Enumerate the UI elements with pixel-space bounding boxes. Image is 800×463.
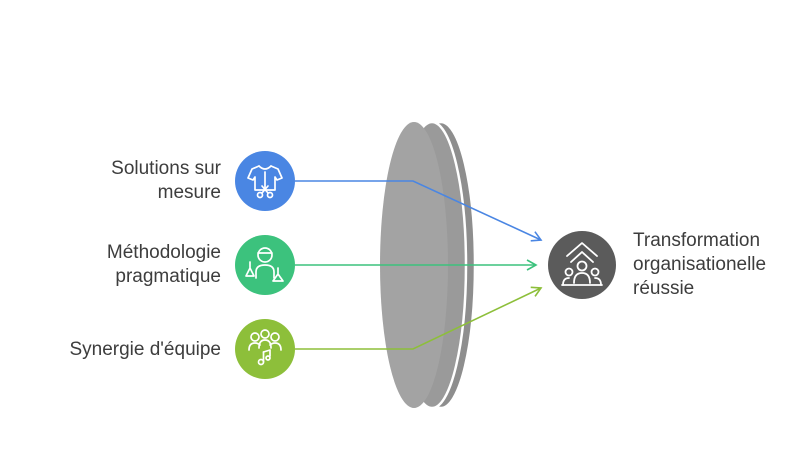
- label-solutions-line-1: Solutions sur: [111, 158, 221, 179]
- team-growth-icon: [561, 242, 603, 286]
- scientist-icon: [245, 247, 284, 282]
- label-synergie-line-1: Synergie d'équipe: [69, 339, 221, 360]
- node-synergie-circle: [235, 319, 295, 379]
- label-output: Transformation organisationelle réussie: [633, 229, 766, 301]
- team-synergy-icon: [248, 329, 282, 366]
- label-methodologie-line-1: Méthodologie: [106, 242, 221, 263]
- label-output-line-3: réussie: [633, 278, 695, 299]
- label-methodologie-line-2: pragmatique: [115, 266, 221, 287]
- label-methodologie: Méthodologie pragmatique: [107, 241, 221, 289]
- label-synergie: Synergie d'équipe: [69, 338, 221, 362]
- arrow-synergie: [295, 286, 543, 350]
- arrow-solutions: [295, 180, 543, 242]
- label-output-line-1: Transformation: [633, 230, 761, 251]
- node-output-circle: [548, 231, 616, 299]
- node-output: [548, 231, 616, 299]
- node-methodologie: [235, 235, 295, 295]
- label-solutions-line-2: mesure: [157, 182, 221, 203]
- node-synergie: [235, 319, 295, 379]
- label-solutions: Solutions sur mesure: [111, 157, 221, 205]
- tailored-shirt-icon: [247, 165, 283, 199]
- node-solutions: [235, 151, 295, 211]
- label-output-line-2: organisationelle: [633, 254, 767, 275]
